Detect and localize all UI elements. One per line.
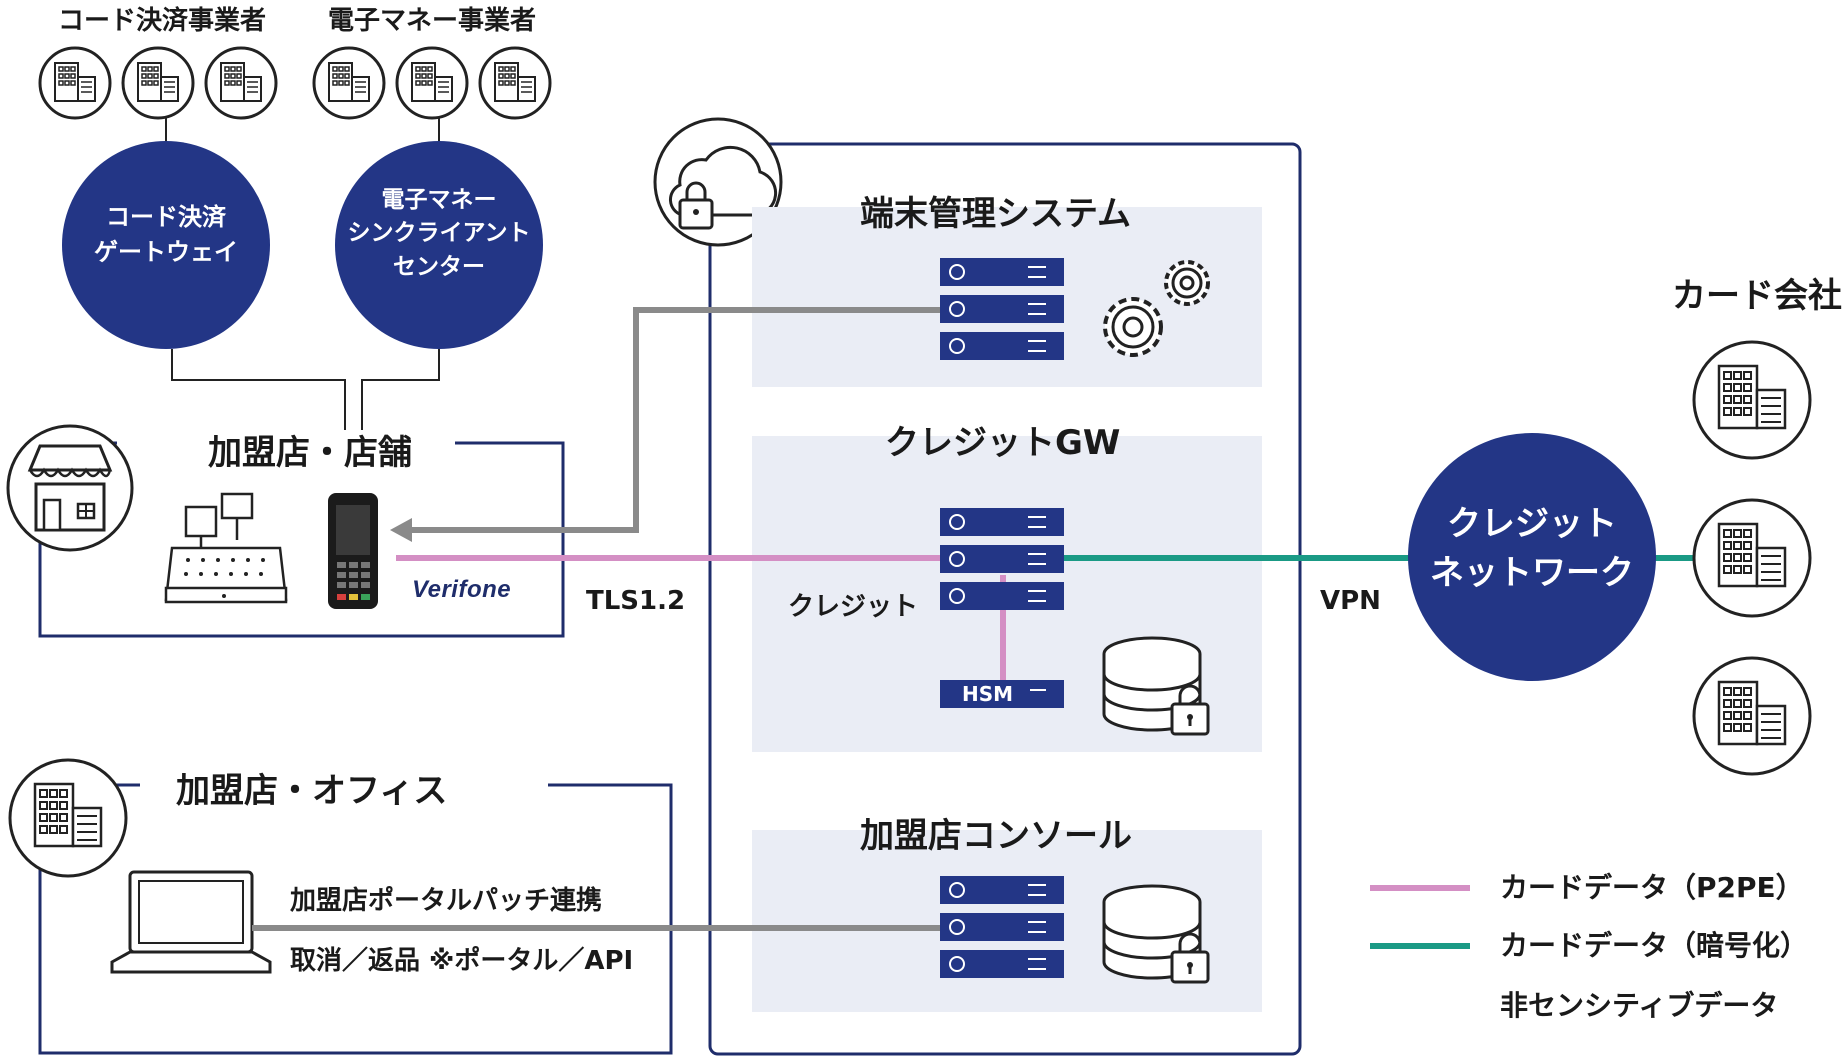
- credit-label: クレジット: [788, 592, 919, 622]
- tms-title: 端末管理システム: [860, 194, 1131, 234]
- gear-icon: [1103, 260, 1210, 357]
- office-title: 加盟店・オフィス: [176, 771, 448, 811]
- credit-gw-title: クレジットGW: [885, 423, 1121, 463]
- code-vendor-title: コード決済事業者: [58, 6, 267, 36]
- emoney-center-label-line1: 電子マネー: [381, 187, 497, 213]
- credit-network-label-line2: ネットワーク: [1430, 553, 1634, 594]
- code-gateway-circle: [62, 141, 270, 349]
- emoney-center-label: 電子マネー シンクライアント センター: [339, 184, 539, 284]
- code-vendor-building-icon-1: [38, 46, 112, 120]
- hsm-unit-icon: [940, 680, 1064, 708]
- card-company-building-icon-2: [1692, 498, 1812, 618]
- emoney-center-circle: [335, 141, 543, 349]
- card-company-title: カード会社: [1672, 276, 1842, 316]
- emoney-store-link: [361, 349, 440, 430]
- legend-label-encrypted: カードデータ（暗号化）: [1500, 929, 1809, 962]
- credit-network-label: クレジット ネットワーク: [1412, 500, 1652, 599]
- hsm-label: HSM: [962, 682, 1014, 706]
- cancel-return-label: 取消／返品 ※ポータル／API: [290, 946, 634, 976]
- emoney-center-label-line2: シンクライアント: [347, 220, 531, 247]
- store-title: 加盟店・店舗: [208, 433, 412, 473]
- emoney-vendor-building-icon-3: [478, 46, 552, 120]
- tms-server-stack-icon: [939, 257, 1065, 361]
- console-server-stack-icon: [939, 875, 1065, 979]
- code-gateway-store-link: [171, 349, 346, 430]
- legend-label-p2pe: カードデータ（P2PE）: [1500, 871, 1804, 904]
- store-front-icon: [6, 424, 134, 552]
- credit-gw-server-stack-icon: [939, 507, 1065, 611]
- code-vendor-building-icon-3: [204, 46, 278, 120]
- console-database-lock-icon: [1102, 884, 1210, 984]
- credit-network-circle: [1408, 433, 1656, 681]
- emoney-vendor-title: 電子マネー事業者: [328, 6, 537, 36]
- tls-label: TLS1.2: [586, 586, 686, 616]
- cloud-lock-icon: [653, 117, 783, 247]
- emoney-center-label-line3: センター: [393, 253, 485, 280]
- office-building-icon: [8, 758, 128, 878]
- payment-terminal-icon: [328, 493, 378, 609]
- code-gateway-label-line2: ゲートウェイ: [94, 237, 238, 266]
- credit-gw-database-lock-icon: [1102, 636, 1210, 736]
- legend-label-non-sensitive: 非センシティブデータ: [1500, 989, 1779, 1022]
- console-title: 加盟店コンソール: [860, 816, 1132, 856]
- card-company-building-icon-3: [1692, 656, 1812, 776]
- verifone-logo: Verifone: [412, 576, 512, 603]
- emoney-vendor-building-icon-2: [395, 46, 469, 120]
- emoney-vendor-building-icon-1: [312, 46, 386, 120]
- credit-network-label-line1: クレジット: [1447, 504, 1617, 544]
- card-company-building-icon-1: [1692, 340, 1812, 460]
- tms-arrow-head: [390, 518, 412, 542]
- code-vendor-building-icon-2: [121, 46, 195, 120]
- vpn-label: VPN: [1320, 586, 1381, 616]
- portal-link-label: 加盟店ポータルパッチ連携: [290, 886, 603, 916]
- cash-register-icon: [164, 492, 288, 604]
- code-gateway-label-line1: コード決済: [106, 203, 226, 231]
- laptop-icon: [110, 870, 272, 974]
- non-sensitive-line-tms: [410, 307, 1000, 533]
- code-gateway-label: コード決済 ゲートウェイ: [66, 200, 266, 270]
